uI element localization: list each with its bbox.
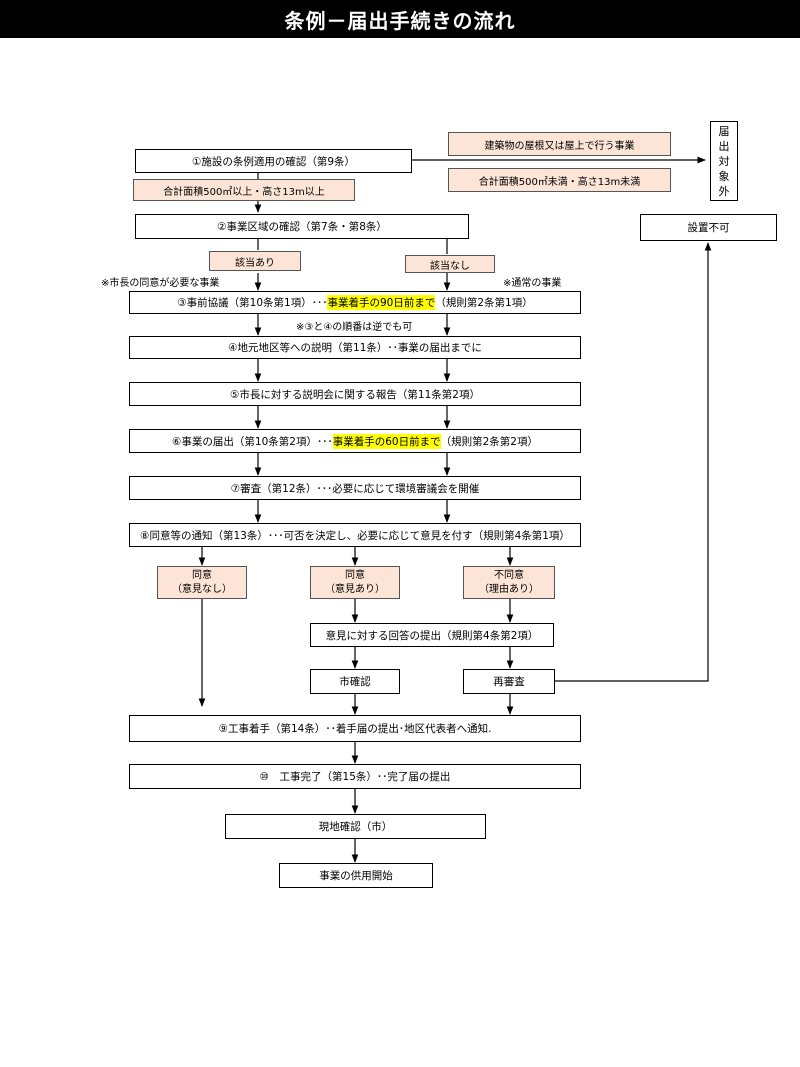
note-normal-project: ※通常の事業 — [503, 278, 562, 289]
opinion-reply-submission: 意見に対する回答の提出（規則第4条第2項） — [310, 623, 554, 647]
city-confirmation: 市確認 — [310, 669, 400, 694]
rooftop-project-badge: 建築物の屋根又は屋上で行う事業 — [448, 132, 671, 156]
step5-briefing-report: ⑤市長に対する説明会に関する報告（第11条第2項） — [129, 382, 581, 406]
step3-deadline-highlight: 事業着手の90日前まで — [327, 295, 436, 310]
note-order: ※③と④の順番は逆でも可 — [296, 322, 413, 333]
step9-construction-start: ⑨工事着手（第14条）･･着手届の提出･地区代表者へ通知. — [129, 715, 581, 742]
step1-facility-check: ①施設の条例適用の確認（第9条） — [135, 149, 412, 173]
step4-local-explanation: ④地元地区等への説明（第11条）･･事業の届出までに — [129, 336, 581, 359]
agree-with-opinion-sub: （意見あり） — [325, 583, 385, 595]
step3-rule: （規則第2条第1項） — [435, 297, 533, 309]
agree-no-opinion-sub: （意見なし） — [172, 583, 232, 595]
not-subject-to-notification: 届 出 対 象 外 — [710, 121, 738, 201]
not-applies-badge: 該当なし — [405, 255, 495, 273]
site-inspection: 現地確認（市） — [225, 814, 486, 839]
page-title: 条例－届出手続きの流れ — [0, 0, 800, 38]
agree-with-opinion-label: 同意 — [345, 569, 365, 581]
re-review: 再審査 — [463, 669, 555, 694]
agree-no-opinion-label: 同意 — [192, 569, 212, 581]
area-condition-badge: 合計面積500㎡以上・高さ13m以上 — [133, 179, 355, 201]
agree-no-opinion-badge: 同意 （意見なし） — [157, 566, 247, 599]
exempt-char-3: 対 — [718, 154, 730, 168]
step8-consent-notice: ⑧同意等の通知（第13条）･･･可否を決定し、必要に応じて意見を付す（規則第4条… — [129, 523, 581, 547]
applies-badge: 該当あり — [209, 251, 301, 271]
exempt-char-1: 届 — [718, 124, 730, 138]
step3-text: ③事前協議（第10条第1項）･･･ — [177, 297, 328, 309]
step7-review: ⑦審査（第12条）･･･必要に応じて環境審議会を開催 — [129, 476, 581, 500]
step6-deadline-highlight: 事業着手の60日前まで — [332, 433, 441, 449]
step6-text: ⑥事業の届出（第10条第2項）･･･ — [172, 435, 333, 448]
agree-with-opinion-badge: 同意 （意見あり） — [310, 566, 400, 599]
exempt-char-4: 象 — [718, 169, 730, 183]
installation-not-allowed: 設置不可 — [640, 214, 777, 241]
step2-area-check: ②事業区域の確認（第7条・第8条） — [135, 214, 469, 239]
disagree-badge: 不同意 （理由あり） — [463, 566, 555, 599]
step6-rule: （規則第2条第2項） — [440, 435, 538, 448]
step6-project-notification: ⑥事業の届出（第10条第2項）･･･事業着手の60日前まで（規則第2条第2項） — [129, 429, 581, 453]
start-of-use: 事業の供用開始 — [279, 863, 433, 888]
exempt-char-5: 外 — [718, 184, 730, 198]
disagree-label: 不同意 — [494, 569, 524, 581]
exempt-char-2: 出 — [718, 139, 730, 153]
small-area-badge: 合計面積500㎡未満・高さ13m未満 — [448, 168, 671, 192]
note-mayor-consent: ※市長の同意が必要な事業 — [101, 278, 220, 289]
step3-pre-consultation: ③事前協議（第10条第1項）･･･事業着手の90日前まで（規則第2条第1項） — [129, 291, 581, 314]
step10-construction-complete: ⑩ 工事完了（第15条）･･完了届の提出 — [129, 764, 581, 789]
disagree-sub: （理由あり） — [479, 583, 539, 595]
